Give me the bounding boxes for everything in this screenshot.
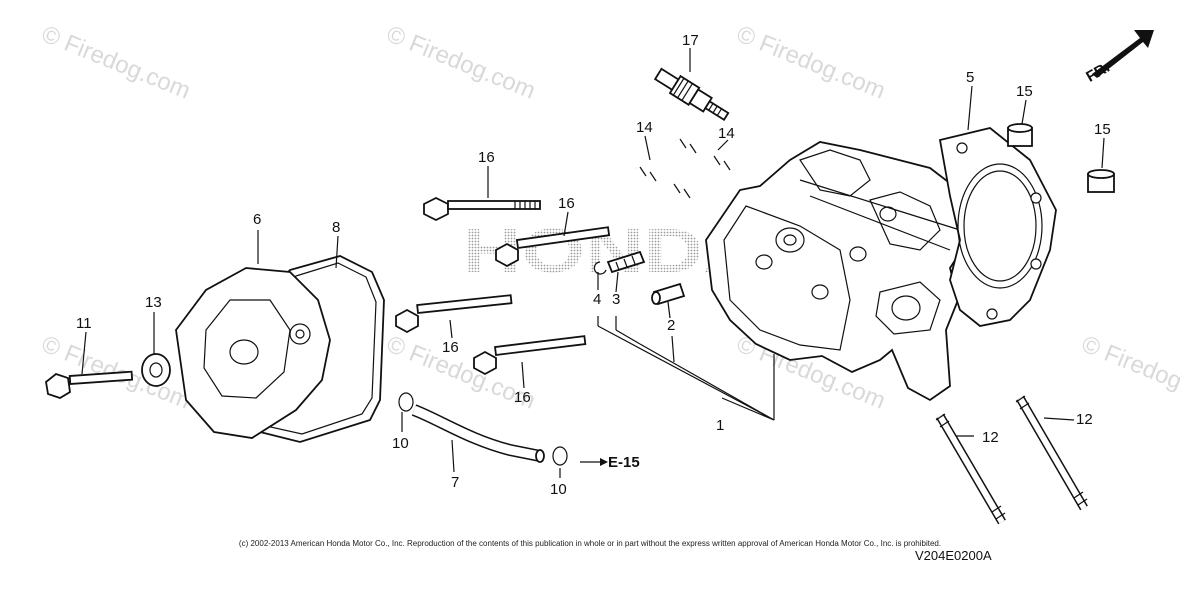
stud-bolt [674, 137, 736, 173]
flange-bolt [495, 226, 611, 268]
callout-10b: 10 [550, 481, 567, 498]
cylinder-head [705, 141, 973, 402]
long-stud-bolt [935, 413, 1006, 525]
head-gasket [938, 127, 1057, 327]
watermark-text: © Firedog.com [38, 21, 194, 105]
flange-bolt [395, 294, 513, 334]
reference-label: E-15 [608, 454, 640, 471]
callout-15b: 15 [1094, 121, 1111, 138]
callout-15a: 15 [1016, 83, 1033, 100]
callout-14a: 14 [636, 119, 653, 136]
valve-clip [593, 261, 607, 275]
spark-plug [653, 67, 730, 122]
callout-1: 1 [716, 417, 724, 434]
callout-17: 17 [682, 32, 699, 49]
stud-bolt [634, 165, 696, 199]
callout-16d: 16 [514, 389, 531, 406]
callout-8: 8 [332, 219, 340, 236]
valve-stem-seal [606, 250, 646, 274]
tube-clip [552, 446, 568, 466]
sealing-washer [141, 353, 171, 387]
callout-7: 7 [451, 474, 459, 491]
callout-12a: 12 [982, 429, 999, 446]
head-cover [175, 267, 331, 439]
watermark-text: © Firedog.com [733, 21, 889, 105]
callout-10a: 10 [392, 435, 409, 452]
flange-bolt [473, 335, 587, 376]
callout-16a: 16 [478, 149, 495, 166]
callout-14b: 14 [718, 125, 735, 142]
callout-16b: 16 [558, 195, 575, 212]
callout-2: 2 [667, 317, 675, 334]
callout-5: 5 [966, 69, 974, 86]
valve-guide [651, 282, 686, 306]
tube-clip [398, 392, 414, 412]
diagram-code: V204E0200A [915, 548, 992, 563]
flange-bolt [423, 196, 541, 222]
callout-16c: 16 [442, 339, 459, 356]
cover-bolt [45, 370, 134, 399]
dowel-pin [1007, 123, 1033, 147]
callout-6: 6 [253, 211, 261, 228]
leader-lines [81, 48, 1105, 478]
long-stud-bolt [1015, 395, 1088, 511]
front-direction-arrow: FR. [1083, 30, 1154, 86]
watermark-text: © Firedog.com [1078, 331, 1180, 415]
breather-tube [411, 404, 545, 463]
copyright-notice: (c) 2002-2013 American Honda Motor Co., … [238, 539, 942, 548]
callout-13: 13 [145, 294, 162, 311]
watermark-text: © Firedog.com [383, 21, 539, 105]
callout-11: 11 [76, 315, 92, 332]
callout-12b: 12 [1076, 411, 1093, 428]
dowel-pin [1087, 169, 1115, 193]
callout-4: 4 [593, 291, 601, 308]
callout-3: 3 [612, 291, 620, 308]
